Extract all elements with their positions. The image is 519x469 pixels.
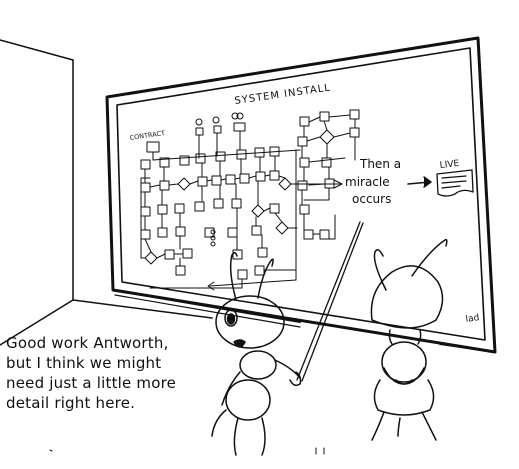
caption-line-1: Good work Antworth, [6, 334, 169, 352]
miracle-text-line2: miracle [345, 175, 390, 189]
contract-label: CONTRACT [129, 129, 165, 142]
live-label: LIVE [439, 159, 460, 171]
pointer-stick [296, 221, 364, 382]
caption-line-2: but I think we might [6, 354, 162, 372]
caption-line-3: need just a little more [6, 374, 177, 392]
caption: Good work Antworth, but I think we might… [6, 333, 206, 413]
flowchart [140, 109, 360, 291]
artist-signature: lad [465, 313, 480, 325]
floor-marks [49, 447, 325, 455]
live-document-icon [436, 169, 474, 197]
arrow-to-live [407, 176, 432, 188]
ant-boss [370, 238, 448, 441]
room-walls [0, 39, 213, 346]
caption-line-4: detail right here. [6, 394, 136, 412]
ant-antworth [211, 252, 302, 456]
board-title: SYSTEM INSTALL [234, 83, 332, 107]
whiteboard [105, 36, 497, 354]
miracle-text-line1: Then a [359, 157, 401, 171]
contract-box [146, 141, 160, 153]
miracle-text-line3: occurs [352, 192, 391, 206]
